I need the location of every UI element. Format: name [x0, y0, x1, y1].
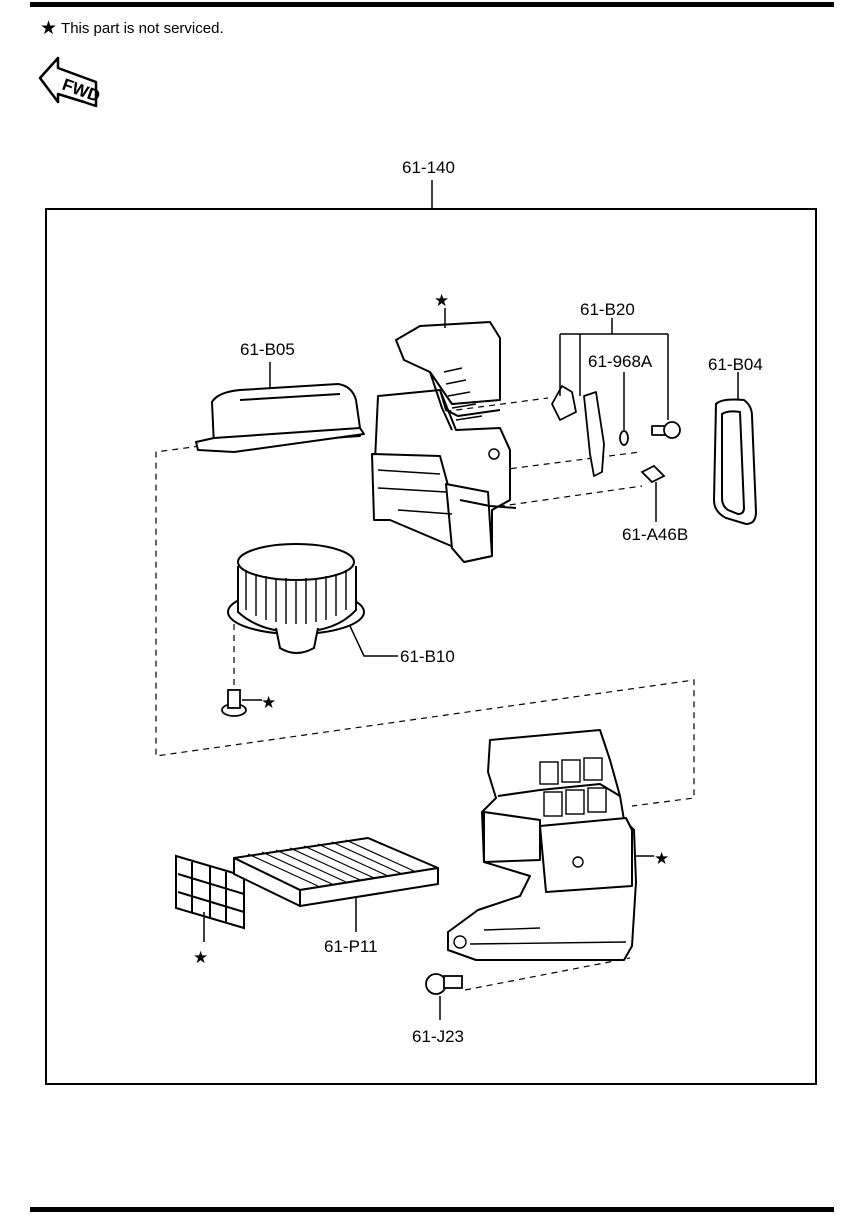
lower-case: [447, 729, 637, 961]
star-marker-lower-case: ★: [654, 849, 669, 868]
label-61-968a: 61-968A: [588, 352, 653, 371]
label-61-b10: 61-B10: [400, 647, 455, 666]
blower-fan-blades: [245, 570, 347, 624]
filter-61-p11: [233, 837, 439, 907]
label-61-b05: 61-B05: [240, 340, 295, 359]
upper-case-vanes: [377, 367, 500, 515]
clip-61-a46b: [640, 464, 666, 484]
leader-61-b10: [349, 625, 398, 657]
label-61-j23: 61-J23: [412, 1027, 464, 1046]
label-61-b20: 61-B20: [580, 300, 635, 319]
star-marker-grille: ★: [193, 948, 208, 967]
screw-motor-mount: [221, 689, 247, 717]
filter-pleats: [247, 839, 417, 887]
star-marker-upper-case: ★: [434, 291, 449, 310]
label-61-140: 61-140: [402, 158, 455, 177]
assembly-frame: [45, 208, 817, 1085]
forward-arrow-icon: FWD: [38, 56, 103, 108]
not-serviced-note-text: This part is not serviced.: [61, 20, 224, 37]
linkage-group-61-b20: [551, 385, 681, 477]
grille-panel: [175, 854, 245, 930]
cover-61-b05: [195, 383, 365, 453]
label-61-p11: 61-P11: [324, 937, 378, 956]
gasket-61-b04: [712, 398, 758, 526]
star-icon: ★: [40, 18, 58, 39]
leaders-61-b20: [559, 318, 669, 430]
label-61-b04: 61-B04: [708, 355, 763, 374]
screw-61-j23: [425, 973, 463, 995]
lower-case-grid: [453, 757, 627, 949]
top-rule: [30, 2, 834, 7]
upper-blower-case: [371, 321, 517, 563]
assembly-dashed-lines: [155, 397, 695, 991]
bottom-rule: [30, 1207, 834, 1212]
star-marker-screw: ★: [261, 693, 276, 712]
label-61-a46b: 61-A46B: [622, 525, 688, 544]
not-serviced-note: ★ This part is not serviced.: [40, 19, 224, 38]
